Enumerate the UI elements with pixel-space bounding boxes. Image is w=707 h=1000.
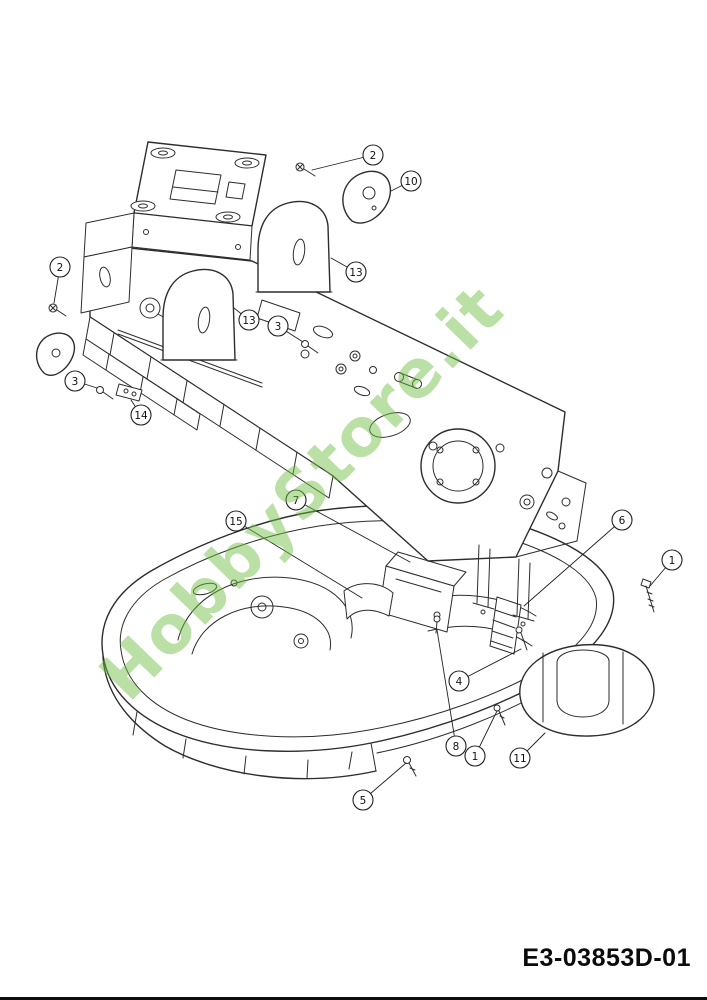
callout-6: 6 xyxy=(523,509,633,607)
callout-14: 14 xyxy=(130,399,152,426)
screw-8 xyxy=(433,615,441,634)
chute-cover-drawing xyxy=(519,643,655,737)
shield-plates-drawing xyxy=(160,200,333,361)
bolt-right-1 xyxy=(640,578,655,613)
callout-15: 15 xyxy=(225,510,363,599)
svg-text:15: 15 xyxy=(229,516,242,528)
callout-3: 3 xyxy=(64,370,98,392)
callout-2: 2 xyxy=(311,144,384,171)
svg-text:1: 1 xyxy=(669,555,676,567)
svg-text:1: 1 xyxy=(472,751,479,763)
svg-text:13: 13 xyxy=(242,315,255,327)
callout-5: 5 xyxy=(352,762,407,811)
small-parts-drawing xyxy=(35,170,392,402)
bolt-top-2 xyxy=(295,162,316,177)
svg-text:14: 14 xyxy=(134,410,148,422)
frame-strut-drawing xyxy=(472,544,535,627)
part-code-label: E3-03853D-01 xyxy=(522,944,691,972)
callout-13: 13 xyxy=(330,257,367,283)
callout-11: 11 xyxy=(509,732,546,769)
callout-2: 2 xyxy=(49,256,71,304)
callout-7: 7 xyxy=(285,489,411,563)
hardware-drawing xyxy=(48,162,655,777)
page-bottom-border xyxy=(0,997,707,1000)
deck-bracket-drawing xyxy=(343,551,467,633)
callout-4: 4 xyxy=(448,648,522,692)
svg-text:3: 3 xyxy=(72,376,79,388)
callout-3: 3 xyxy=(267,315,304,343)
svg-text:3: 3 xyxy=(275,321,282,333)
svg-text:2: 2 xyxy=(370,150,377,162)
screw-5 xyxy=(403,756,417,777)
svg-text:6: 6 xyxy=(619,515,626,527)
svg-text:5: 5 xyxy=(360,795,367,807)
svg-text:8: 8 xyxy=(453,741,460,753)
bolt-left-2 xyxy=(48,303,67,317)
svg-text:2: 2 xyxy=(57,262,64,274)
callout-1: 1 xyxy=(464,710,498,767)
screw-3-left xyxy=(96,386,114,400)
svg-text:11: 11 xyxy=(513,753,526,765)
callout-8: 8 xyxy=(436,629,467,757)
callout-13: 13 xyxy=(233,307,260,331)
svg-text:7: 7 xyxy=(293,495,300,507)
svg-text:13: 13 xyxy=(349,267,362,279)
callout-1: 1 xyxy=(649,549,683,587)
svg-text:4: 4 xyxy=(456,676,463,688)
frame-tower-drawing xyxy=(80,141,267,314)
callout-10: 10 xyxy=(390,170,422,192)
svg-text:10: 10 xyxy=(404,176,417,188)
bolt-4 xyxy=(515,626,528,651)
